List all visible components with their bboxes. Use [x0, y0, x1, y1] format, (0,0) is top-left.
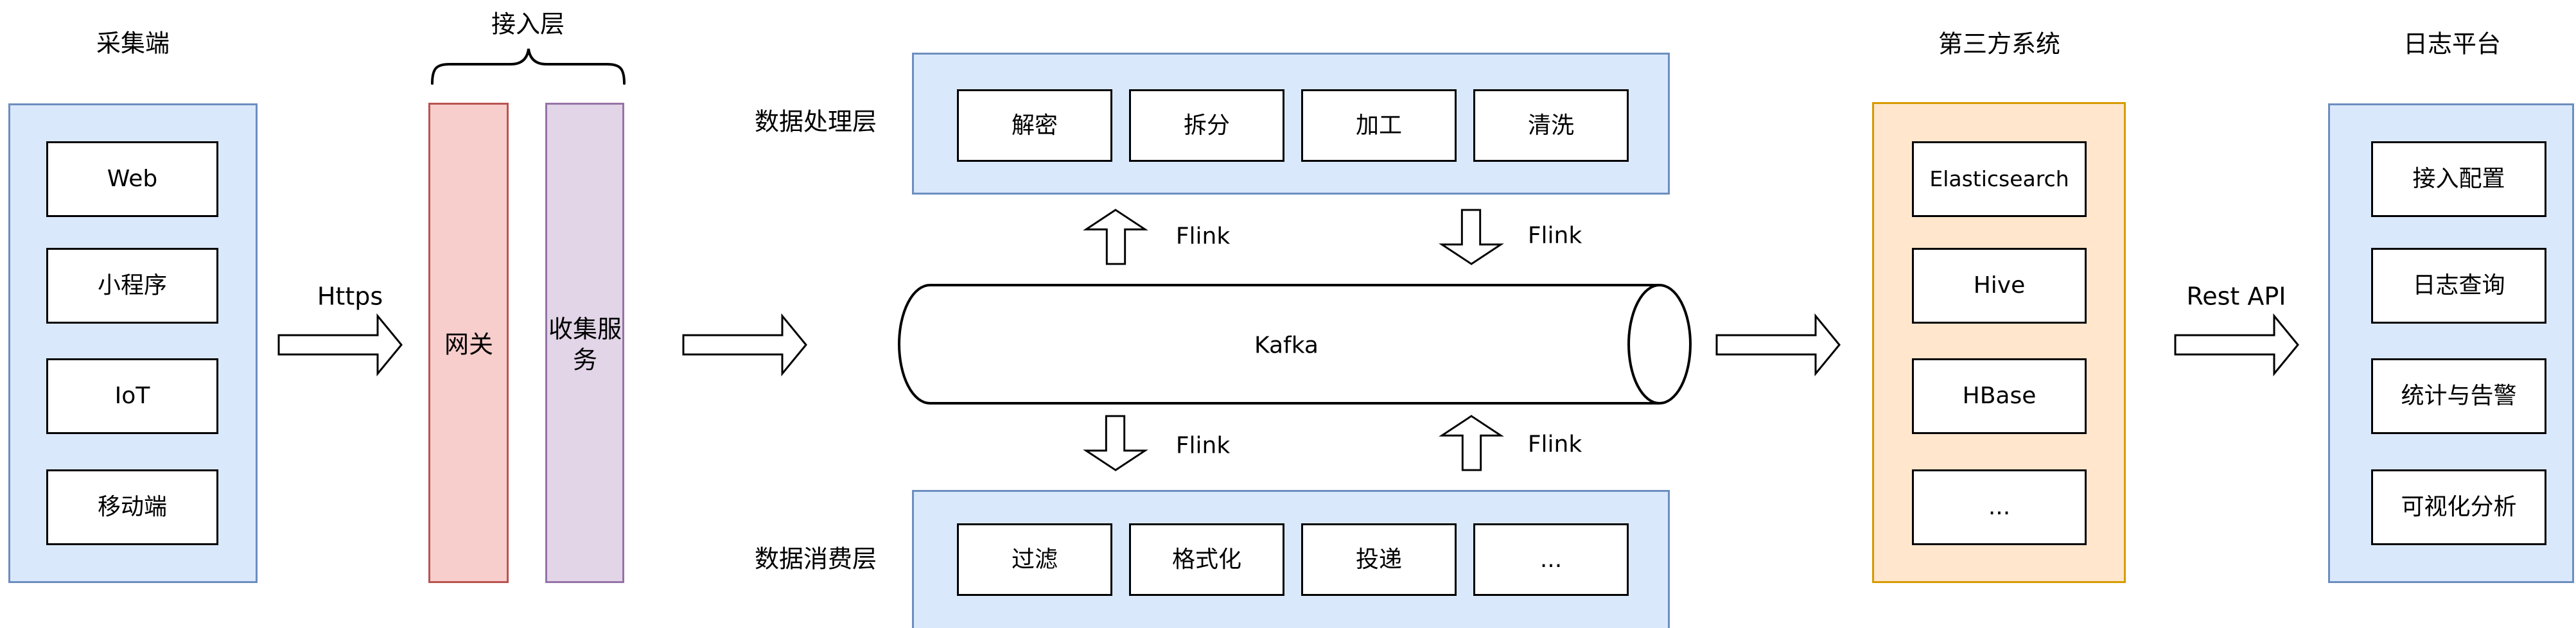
- processing-layer-title: 数据处理层: [754, 107, 877, 136]
- flink-up-arrow-top: [1083, 209, 1148, 265]
- rest-api-label: Rest API: [2186, 282, 2286, 311]
- node-stats-alerts: 统计与告警: [2371, 358, 2546, 434]
- flink-up-arrow-bottom: [1439, 415, 1504, 471]
- node-clean: 清洗: [1473, 89, 1629, 162]
- third-party-title: 第三方系统: [1938, 30, 2061, 58]
- node-iot: IoT: [46, 358, 218, 434]
- arrow-to-third-party: [1715, 313, 1841, 377]
- node-filter: 过滤: [957, 523, 1112, 596]
- arrow-to-kafka: [682, 313, 807, 377]
- node-third-party-more: ...: [1912, 469, 2087, 545]
- node-decrypt: 解密: [957, 89, 1112, 162]
- log-platform-title: 日志平台: [2403, 30, 2502, 58]
- node-mobile: 移动端: [46, 469, 218, 545]
- node-deliver: 投递: [1301, 523, 1457, 596]
- access-layer-brace: [431, 48, 626, 85]
- node-web: Web: [46, 141, 218, 217]
- rest-api-arrow: [2174, 313, 2299, 377]
- flink-label-top-left: Flink: [1175, 223, 1231, 250]
- kafka-cylinder: [898, 284, 1692, 405]
- flink-label-bottom-left: Flink: [1175, 432, 1231, 459]
- https-label: Https: [317, 282, 383, 311]
- node-log-query: 日志查询: [2371, 248, 2546, 324]
- node-elasticsearch: Elasticsearch: [1912, 141, 2087, 217]
- node-format: 格式化: [1129, 523, 1284, 596]
- https-arrow: [277, 313, 403, 377]
- flink-down-arrow-top: [1439, 209, 1504, 265]
- node-split: 拆分: [1129, 89, 1284, 162]
- consumption-layer-title: 数据消费层: [754, 545, 877, 573]
- flink-label-top-right: Flink: [1527, 222, 1582, 249]
- node-mini-program: 小程序: [46, 248, 218, 324]
- kafka-label: Kafka: [1254, 332, 1319, 359]
- collection-title: 采集端: [96, 29, 170, 58]
- collect-service-label: 收集服务: [548, 315, 622, 374]
- node-access-config: 接入配置: [2371, 141, 2546, 217]
- flink-label-bottom-right: Flink: [1527, 431, 1582, 458]
- gateway-label: 网关: [444, 330, 494, 359]
- access-layer-title: 接入层: [491, 10, 565, 39]
- node-consumption-more: ...: [1473, 523, 1629, 596]
- flink-down-arrow-bottom: [1083, 415, 1148, 471]
- node-hive: Hive: [1912, 248, 2087, 324]
- collect-service-column: [545, 103, 624, 583]
- node-process: 加工: [1301, 89, 1457, 162]
- gateway-column: [428, 103, 509, 583]
- node-hbase: HBase: [1912, 358, 2087, 434]
- node-visual-analysis: 可视化分析: [2371, 469, 2546, 545]
